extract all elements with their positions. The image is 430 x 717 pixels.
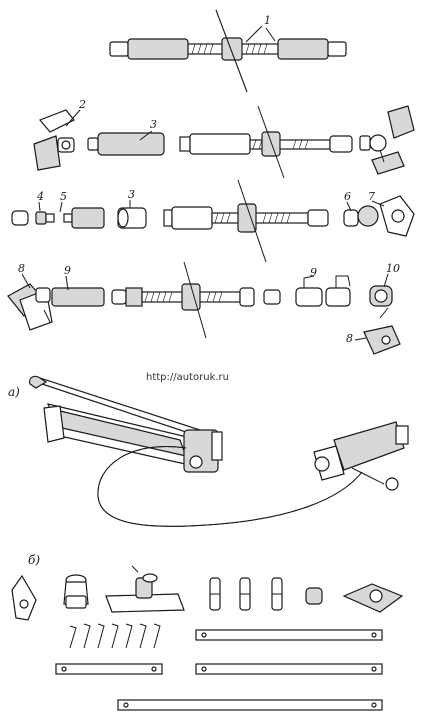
section-a-label: а) bbox=[8, 385, 20, 399]
accessory-adapters bbox=[11, 565, 185, 621]
clamp-with-tube-row4 bbox=[7, 283, 105, 331]
spreader-body-row4 bbox=[111, 261, 281, 339]
swivel-head-row2 bbox=[359, 105, 415, 175]
label-10: 10 bbox=[386, 262, 400, 275]
label-9a: 9 bbox=[64, 264, 71, 277]
assembled-spreader-1 bbox=[109, 9, 347, 93]
label-6: 6 bbox=[344, 190, 351, 203]
label-4: 4 bbox=[36, 190, 44, 203]
label-3b: 3 bbox=[128, 188, 135, 201]
label-3a: 3 bbox=[150, 118, 157, 131]
accessory-bars bbox=[55, 629, 383, 711]
hydraulic-ram bbox=[313, 421, 409, 491]
tubes-row4 bbox=[295, 275, 351, 307]
spreader-body-row3 bbox=[163, 179, 329, 263]
hydraulic-pump bbox=[29, 375, 223, 473]
label-8b: 8 bbox=[346, 332, 353, 345]
accessory-pins bbox=[209, 577, 404, 613]
watermark-url: http://autoruk.ru bbox=[146, 372, 229, 383]
label-1: 1 bbox=[264, 14, 271, 27]
label-9b: 9 bbox=[310, 266, 317, 279]
accessory-hooks bbox=[69, 623, 161, 649]
label-5: 5 bbox=[60, 190, 67, 203]
coupling-row4 bbox=[363, 285, 401, 355]
spreader-body-row2 bbox=[179, 105, 353, 179]
swivel-parts-row3 bbox=[343, 195, 415, 237]
small-parts-row3 bbox=[11, 207, 147, 229]
section-b-label: б) bbox=[28, 553, 40, 567]
label-2: 2 bbox=[78, 98, 86, 111]
label-7: 7 bbox=[368, 190, 375, 203]
extension-tube-row2 bbox=[87, 132, 165, 156]
clamp-jaw-2 bbox=[33, 109, 75, 171]
label-8a: 8 bbox=[18, 262, 25, 275]
